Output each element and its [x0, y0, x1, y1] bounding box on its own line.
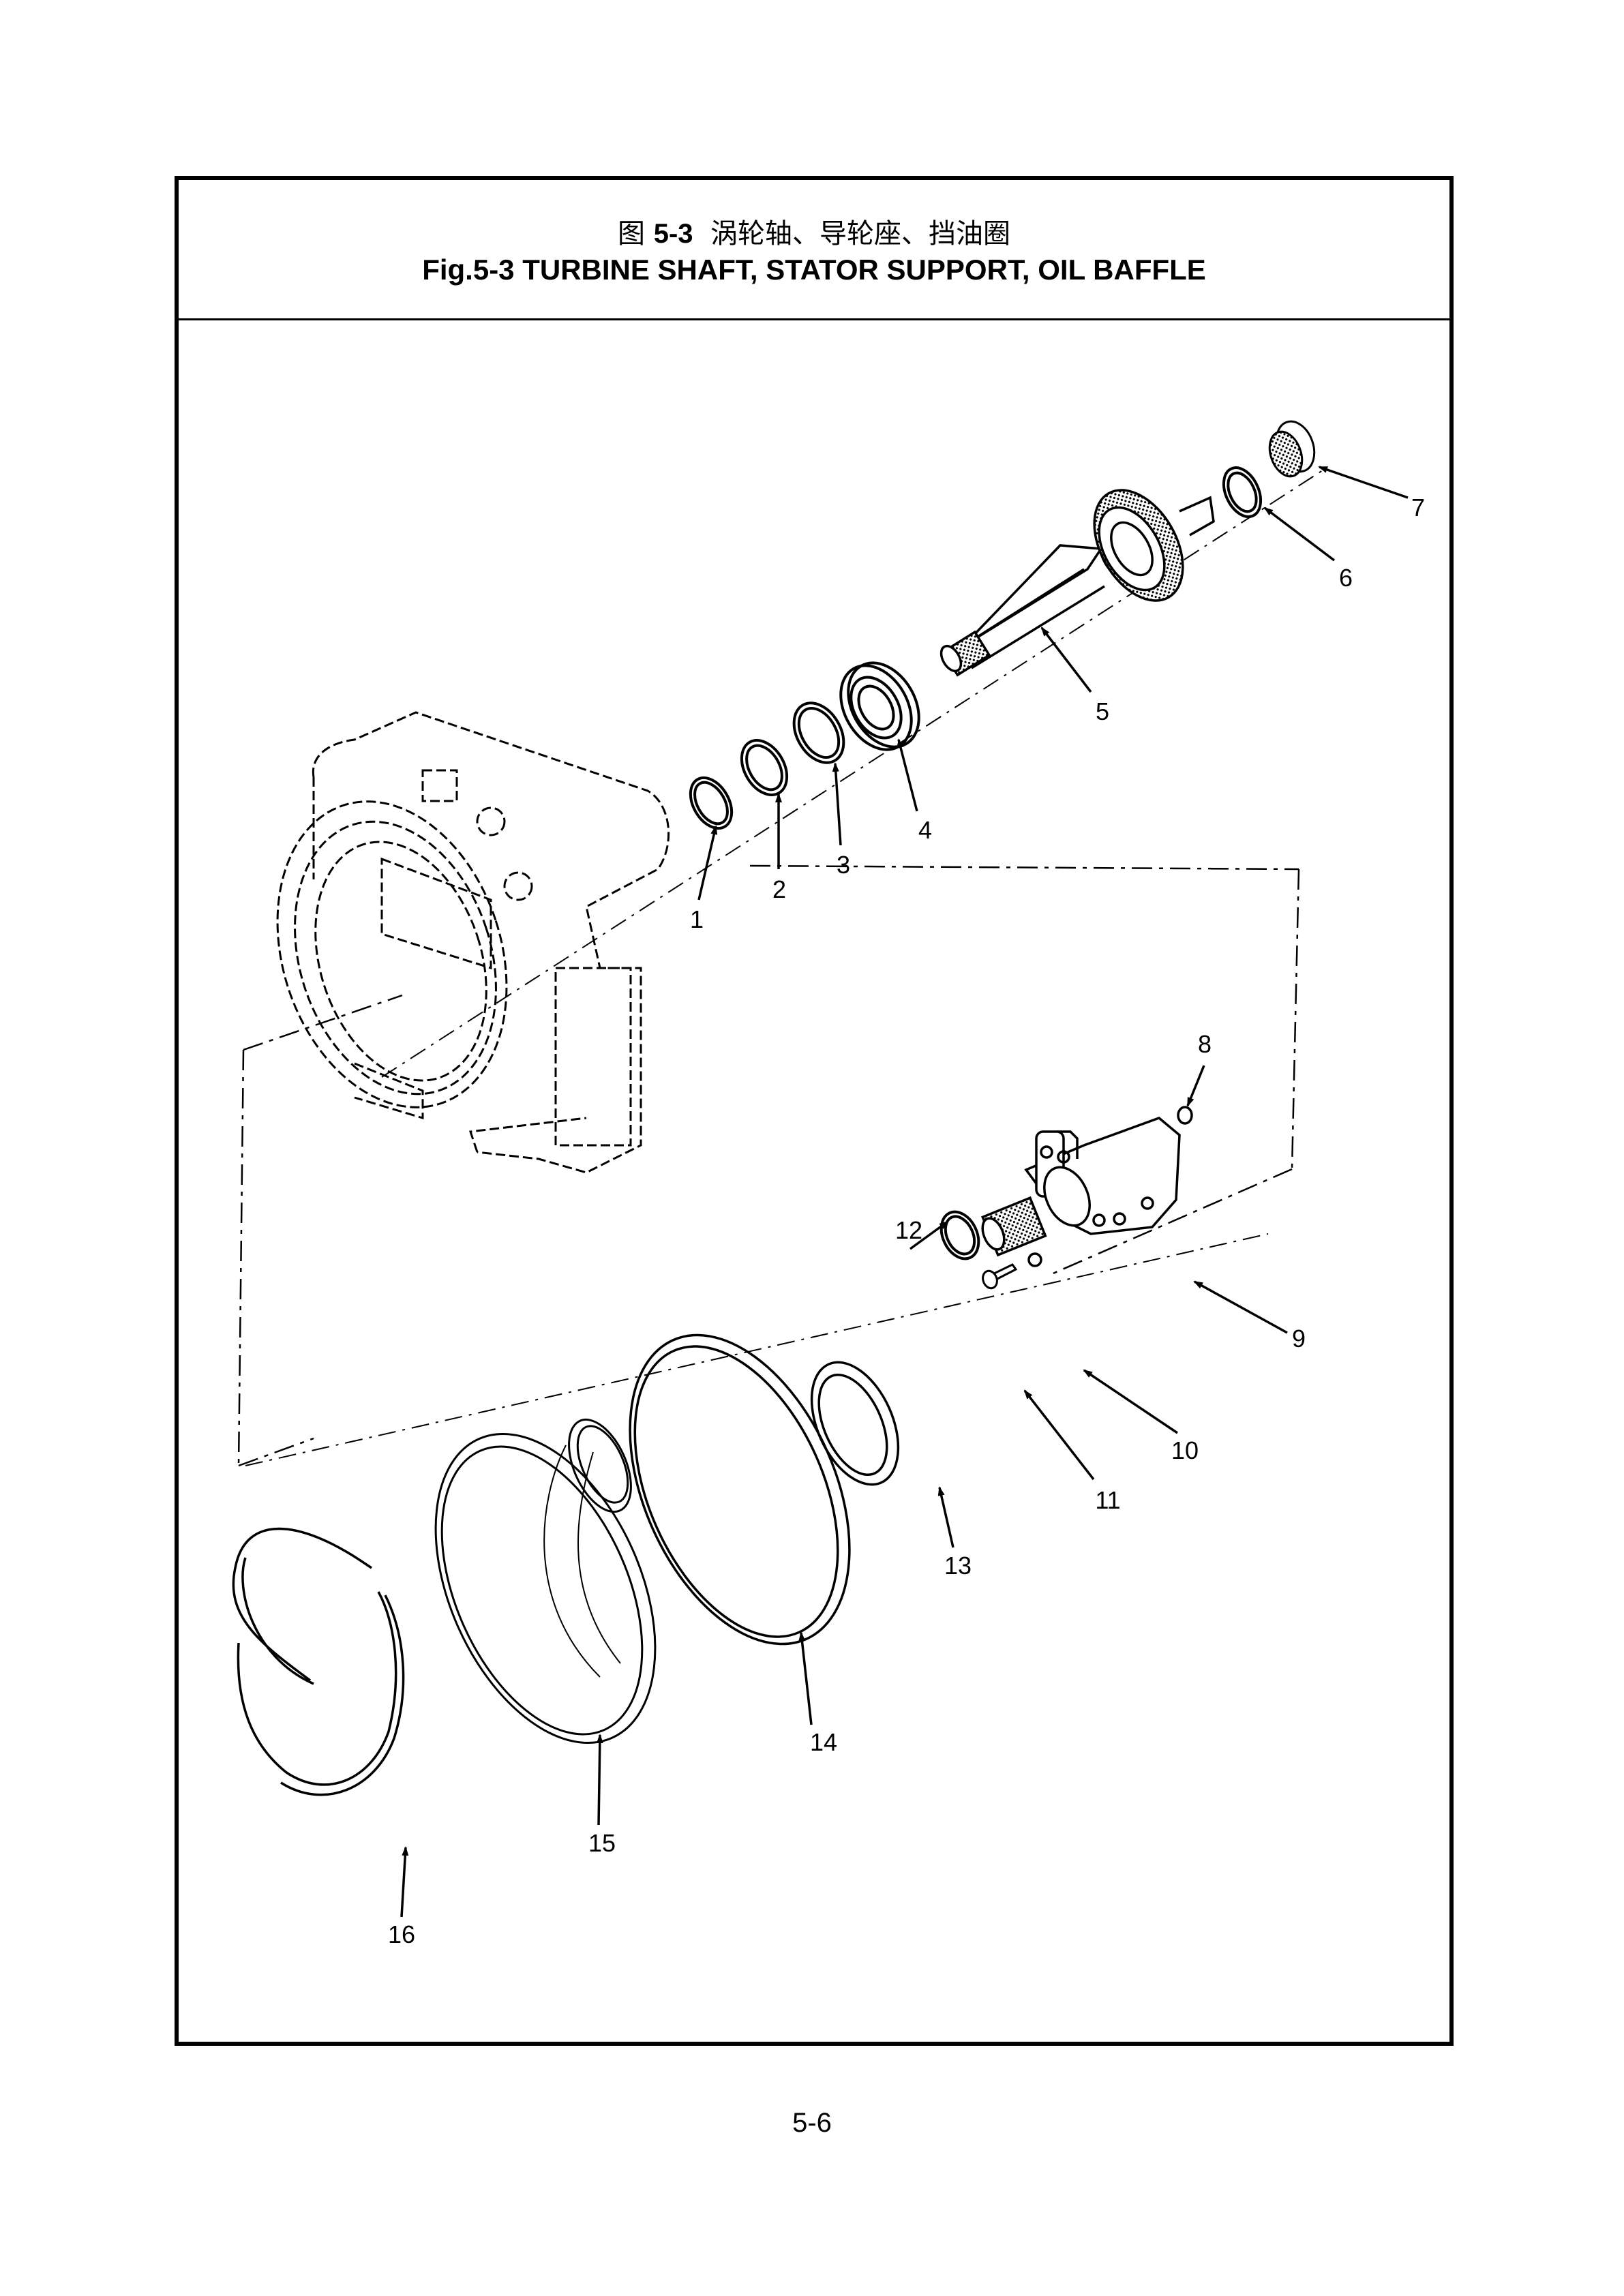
assembly-bracket [237, 864, 1300, 1467]
title-cn-number: 5-3 [653, 219, 693, 249]
title-cn-text: 涡轮轴、导轮座、挡油圈 [710, 218, 1010, 250]
callout-16: 16 [387, 1920, 416, 1948]
part-14-large-seal-ring [629, 1333, 851, 1646]
part-12-seal-ring [939, 1210, 980, 1260]
part-8-o-ring [1177, 1106, 1193, 1125]
part-3-snap-ring [792, 701, 845, 764]
callout-10: 10 [1171, 1436, 1199, 1464]
callout-9: 9 [1291, 1325, 1306, 1353]
figure-title-english: Fig.5-3 TURBINE SHAFT, STATOR SUPPORT, O… [422, 254, 1206, 286]
callout-13: 13 [944, 1552, 972, 1580]
part-9-stator-support [981, 1117, 1181, 1257]
part-4-bearing [839, 661, 920, 751]
part-10-lock-washer [1027, 1252, 1042, 1267]
transmission-housing [276, 711, 670, 1174]
figure-frame: 图 5-3 涡轮轴、导轮座、挡油圈 Fig.5-3 TURBINE SHAFT,… [175, 176, 1454, 2046]
leader-arrows [400, 466, 1409, 1918]
centerline-lower [245, 1233, 1269, 1466]
callout-6: 6 [1338, 564, 1353, 592]
callout-5: 5 [1095, 697, 1110, 725]
figure-header: 图 5-3 涡轮轴、导轮座、挡油圈 Fig.5-3 TURBINE SHAFT,… [179, 180, 1449, 320]
exploded-parts-diagram: 1 2 3 4 5 6 7 8 9 10 11 12 13 14 15 16 [179, 320, 1449, 2042]
callout-7: 7 [1411, 494, 1426, 522]
part-7-needle-bearing [1268, 420, 1316, 478]
part-16-split-ring [232, 1527, 405, 1796]
callout-4: 4 [918, 816, 933, 844]
callout-11: 11 [1095, 1486, 1121, 1514]
page-number: 5-6 [792, 2108, 832, 2138]
title-cn-prefix: 图 [618, 218, 646, 250]
callout-8: 8 [1197, 1030, 1212, 1058]
callout-3: 3 [836, 851, 851, 879]
part-15-oil-baffle [434, 1418, 657, 1744]
callout-15: 15 [588, 1829, 616, 1857]
callout-12: 12 [894, 1216, 923, 1244]
callout-1: 1 [689, 905, 704, 933]
callout-2: 2 [772, 875, 787, 903]
part-1-snap-ring [689, 776, 734, 830]
callout-14: 14 [809, 1728, 838, 1756]
part-2-snap-ring [740, 739, 789, 796]
part-6-snap-ring [1222, 466, 1263, 518]
part-5-turbine-shaft [939, 489, 1215, 677]
figure-title-chinese: 图 5-3 涡轮轴、导轮座、挡油圈 [179, 217, 1449, 250]
part-11-bolt [982, 1263, 1018, 1290]
